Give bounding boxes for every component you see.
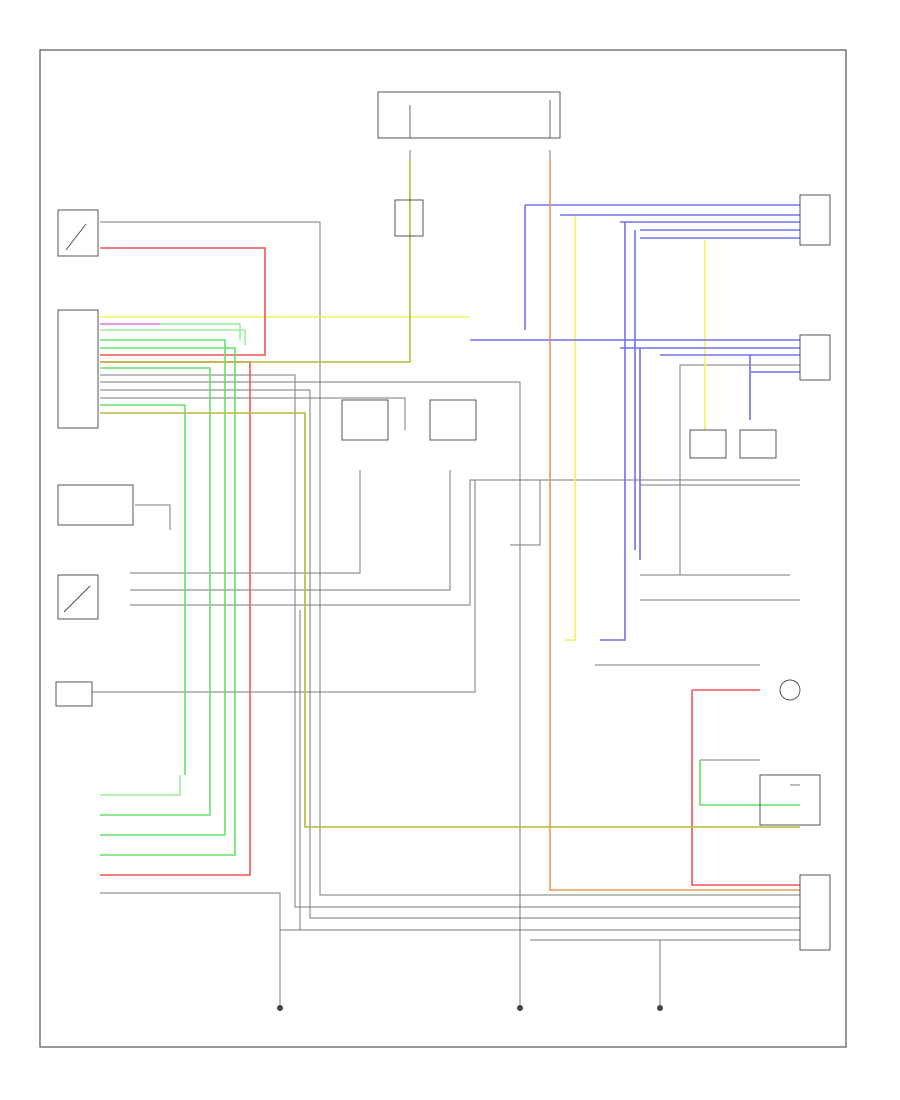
solenoid-valve-block bbox=[394, 199, 424, 237]
wire-red-2 bbox=[100, 361, 251, 876]
rear-differential-lock-motor bbox=[779, 679, 801, 701]
rear-differential-control-unit bbox=[57, 309, 99, 429]
combination-meter bbox=[759, 774, 821, 826]
lh-junction-block-bottom bbox=[799, 874, 831, 951]
diff-lock-relay-left bbox=[341, 399, 389, 441]
colored-wires bbox=[100, 160, 800, 891]
wire-green-4 bbox=[100, 404, 186, 775]
gray-wires bbox=[92, 150, 800, 1005]
wire-green-2 bbox=[100, 347, 236, 856]
diagram-frame bbox=[39, 49, 847, 1048]
rear-lock-indicator-switch bbox=[739, 429, 777, 459]
lh-junction-block-top bbox=[799, 194, 831, 381]
front-lock-indicator-switch bbox=[689, 429, 727, 459]
wire-blue-vert-2 bbox=[600, 222, 626, 641]
four-wheel-drive-switch bbox=[55, 681, 93, 707]
wire-lt-green-2 bbox=[100, 775, 181, 796]
wire-olive-2 bbox=[100, 160, 411, 363]
wire-olive bbox=[100, 412, 800, 828]
wire-orange bbox=[549, 160, 800, 891]
wire-green-3 bbox=[100, 367, 211, 816]
ground-left bbox=[277, 1005, 283, 1011]
diff-lock-relay-right bbox=[429, 399, 477, 441]
ground-right bbox=[657, 1005, 663, 1011]
wire-green-5 bbox=[699, 760, 800, 806]
ground-center bbox=[517, 1005, 523, 1011]
wire-magenta-2 bbox=[160, 323, 241, 340]
wire-green bbox=[100, 339, 226, 836]
rear-differential-lock-switch bbox=[57, 209, 99, 257]
wire-yellow-2 bbox=[565, 215, 576, 641]
wire-red-3 bbox=[691, 690, 800, 886]
indicator-switch-block bbox=[57, 484, 134, 526]
fuse-block bbox=[377, 91, 561, 139]
wire-red bbox=[100, 247, 266, 356]
wire-lt-green bbox=[100, 329, 246, 345]
neutral-position-switch bbox=[57, 574, 99, 620]
